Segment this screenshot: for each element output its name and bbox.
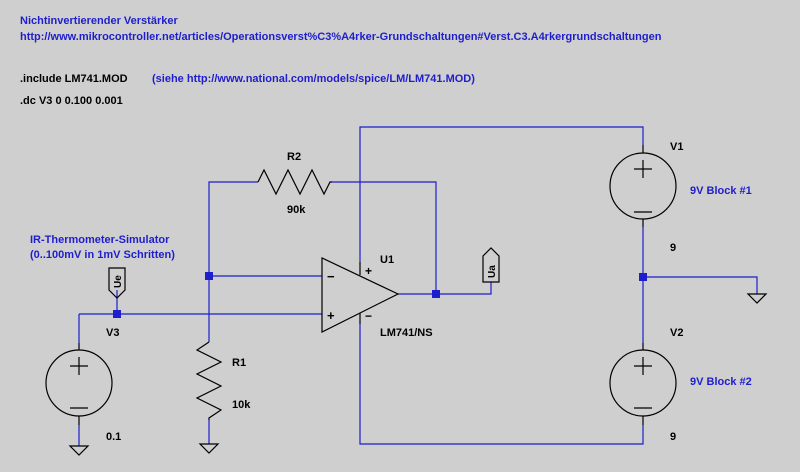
- junction-node: [113, 310, 121, 318]
- inverting-input-sign: −: [327, 269, 335, 284]
- simulator-label-line2: (0..100mV in 1mV Schritten): [30, 249, 175, 261]
- resistor-r1[interactable]: R1 10k: [195, 341, 251, 420]
- dc-directive: .dc V3 0 0.100 0.001: [20, 95, 123, 107]
- voltage-source-v2[interactable]: V2 9V Block #2 9: [609, 327, 752, 443]
- voltage-source-v1[interactable]: V1 9V Block #1 9: [609, 141, 752, 254]
- v1-value: 9: [670, 242, 676, 254]
- net-label-ue-text: Ue: [113, 275, 124, 288]
- include-note: (siehe http://www.national.com/models/sp…: [152, 73, 475, 85]
- net-label-ue[interactable]: Ue: [108, 267, 126, 299]
- net-label-ua-text: Ua: [487, 265, 498, 278]
- v2-value: 9: [670, 431, 676, 443]
- u1-name: U1: [380, 254, 394, 266]
- junction-nodes: [113, 272, 647, 318]
- junction-node: [639, 273, 647, 281]
- r2-value: 90k: [287, 204, 306, 216]
- junction-node: [432, 290, 440, 298]
- wires: [78, 126, 758, 446]
- simulator-label-line1: IR-Thermometer-Simulator: [30, 234, 170, 246]
- v1-label: 9V Block #1: [690, 185, 752, 197]
- r1-value: 10k: [232, 399, 251, 411]
- v3-value: 0.1: [106, 431, 121, 443]
- opamp-u1[interactable]: − + + − U1 LM741/NS: [321, 254, 433, 339]
- net-label-ua[interactable]: Ua: [482, 247, 500, 283]
- supply-plus-sign: +: [365, 264, 372, 278]
- resistor-r2[interactable]: R2 90k: [257, 151, 332, 216]
- ground-icon: [68, 445, 90, 456]
- ground-icon: [198, 443, 220, 454]
- supply-minus-sign: −: [365, 309, 372, 323]
- v3-name: V3: [106, 327, 119, 339]
- v1-name: V1: [670, 141, 683, 153]
- v2-label: 9V Block #2: [690, 376, 752, 388]
- include-directive: .include LM741.MOD: [20, 73, 128, 85]
- v2-name: V2: [670, 327, 683, 339]
- r2-name: R2: [287, 151, 301, 163]
- schematic-title: Nichtinvertierender Verstärker: [20, 15, 178, 27]
- reference-url: http://www.mikrocontroller.net/articles/…: [20, 31, 662, 43]
- junction-node: [205, 272, 213, 280]
- voltage-source-v3[interactable]: V3 0.1: [45, 327, 121, 443]
- u1-model: LM741/NS: [380, 327, 433, 339]
- r1-name: R1: [232, 357, 246, 369]
- ground-icon: [746, 293, 768, 304]
- noninverting-input-sign: +: [327, 308, 335, 323]
